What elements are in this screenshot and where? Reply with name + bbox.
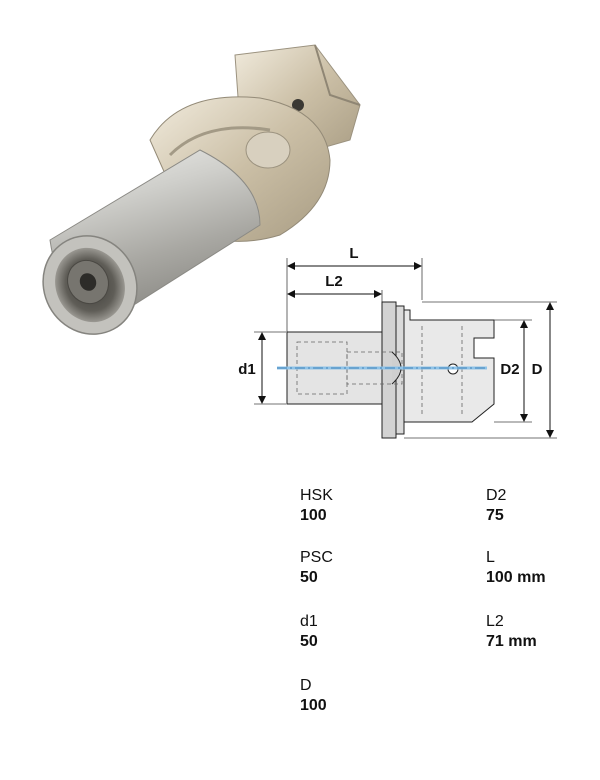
spec-l: L 100 mm — [486, 548, 600, 588]
dim-label-D2: D2 — [500, 361, 519, 378]
spec-label: PSC — [300, 549, 333, 566]
spec-label: D2 — [486, 487, 507, 504]
spec-value: 50 — [300, 569, 318, 586]
spec-d1: d1 50 — [300, 612, 440, 652]
spec-d2: D2 75 — [486, 486, 600, 526]
dim-label-D: D — [532, 361, 543, 378]
spec-value: 71 mm — [486, 633, 537, 650]
spec-value: 100 — [300, 697, 327, 714]
spec-label: D — [300, 677, 312, 694]
dim-label-L: L — [349, 245, 358, 262]
spec-l2: L2 71 mm — [486, 612, 600, 652]
spec-hsk: HSK 100 — [300, 486, 440, 526]
spec-label: L2 — [486, 613, 504, 630]
dim-label-d1: d1 — [238, 361, 256, 378]
spec-psc: PSC 50 — [300, 548, 440, 588]
spec-label: d1 — [300, 613, 318, 630]
spec-value: 50 — [300, 633, 318, 650]
spec-value: 100 — [300, 507, 327, 524]
product-image — [42, 44, 361, 335]
spec-value: 75 — [486, 507, 504, 524]
dim-label-L2: L2 — [325, 273, 343, 290]
spec-d: D 100 — [300, 676, 440, 716]
spec-label: HSK — [300, 487, 333, 504]
spec-value: 100 mm — [486, 569, 546, 586]
technical-drawing: L L2 d1 D2 D — [238, 245, 557, 439]
spec-label: L — [486, 549, 495, 566]
